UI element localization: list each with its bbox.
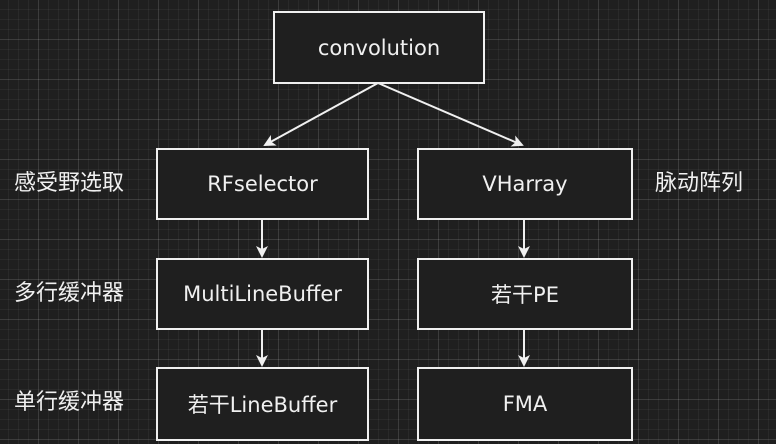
node-multilinebuffer[interactable]: MultiLineBuffer xyxy=(156,258,369,330)
node-pes[interactable]: 若干PE xyxy=(417,258,633,330)
node-linebuffers[interactable]: 若干LineBuffer xyxy=(156,367,369,441)
node-multilinebuffer-label: MultiLineBuffer xyxy=(183,282,342,306)
label-rf-select: 感受野选取 xyxy=(14,171,125,196)
node-rfselector-label: RFselector xyxy=(207,172,318,196)
label-single-line-buffer: 单行缓冲器 xyxy=(14,390,125,415)
node-convolution-label: convolution xyxy=(317,35,441,60)
label-systolic-array: 脉动阵列 xyxy=(655,171,744,196)
label-multi-line-buffer: 多行缓冲器 xyxy=(14,281,125,306)
node-pes-label: 若干PE xyxy=(491,283,559,307)
node-convolution[interactable]: convolution xyxy=(273,11,485,84)
node-vharray[interactable]: VHarray xyxy=(417,148,633,220)
edge-convolution-to-rfselector xyxy=(263,82,379,146)
node-fma[interactable]: FMA xyxy=(417,367,633,441)
node-rfselector[interactable]: RFselector xyxy=(156,148,369,220)
node-vharray-label: VHarray xyxy=(482,172,568,196)
edge-convolution-to-vharray xyxy=(377,82,524,147)
node-linebuffers-label: 若干LineBuffer xyxy=(187,393,338,417)
node-fma-label: FMA xyxy=(502,392,548,416)
